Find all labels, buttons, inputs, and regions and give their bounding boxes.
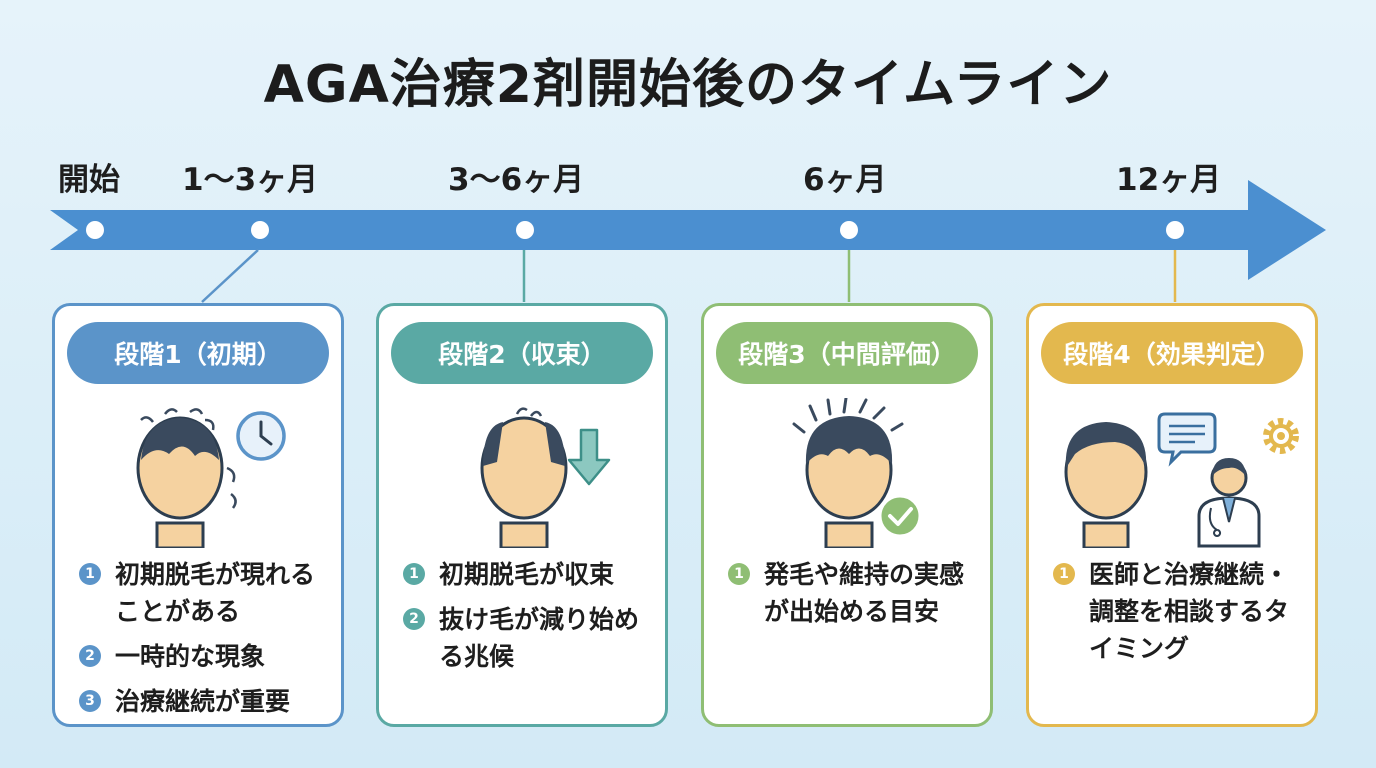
stage-2-illustration: [480, 407, 611, 548]
check-icon: [878, 494, 922, 538]
stage-3-illustration: [792, 398, 922, 548]
timeline-label-1-3-months: 1〜3ヶ月: [182, 162, 319, 198]
timeline-label-12-months: 12ヶ月: [1116, 162, 1222, 198]
clock-icon: [236, 411, 286, 461]
connector-stage-1: [201, 249, 259, 303]
hair-shedding-head-icon: [136, 408, 237, 548]
page-title: AGA治療2剤開始後のタイムライン: [263, 55, 1113, 115]
chat-bubble-icon: [1157, 412, 1217, 467]
timeline-label-3-6-months: 3〜6ヶ月: [448, 162, 585, 198]
full-hair-head-icon: [1064, 422, 1148, 548]
timeline-dot-6-months: [840, 221, 858, 239]
stage-label-1: 段階1（初期）: [67, 322, 329, 384]
timeline-dot-1-3-months: [251, 221, 269, 239]
down-arrow-icon: [567, 428, 611, 486]
timeline-label-6-months: 6ヶ月: [803, 162, 887, 198]
stage-label-4: 段階4（効果判定）: [1041, 322, 1303, 384]
stage-1-illustration: [136, 408, 286, 548]
timeline-arrow-shape: [50, 180, 1326, 280]
timeline-dot-start: [86, 221, 104, 239]
stage-4-illustration: [1064, 412, 1299, 548]
stage-label-2: 段階2（収束）: [391, 322, 653, 384]
gear-icon: [1263, 418, 1299, 454]
timeline-dot-3-6-months: [516, 221, 534, 239]
timeline-dot-12-months: [1166, 221, 1184, 239]
timeline-label-start: 開始: [58, 162, 120, 198]
hair-growth-head-icon: [792, 398, 904, 548]
doctor-icon: [1197, 458, 1261, 548]
stage-label-3: 段階3（中間評価）: [716, 322, 978, 384]
thinning-head-icon: [480, 407, 568, 548]
